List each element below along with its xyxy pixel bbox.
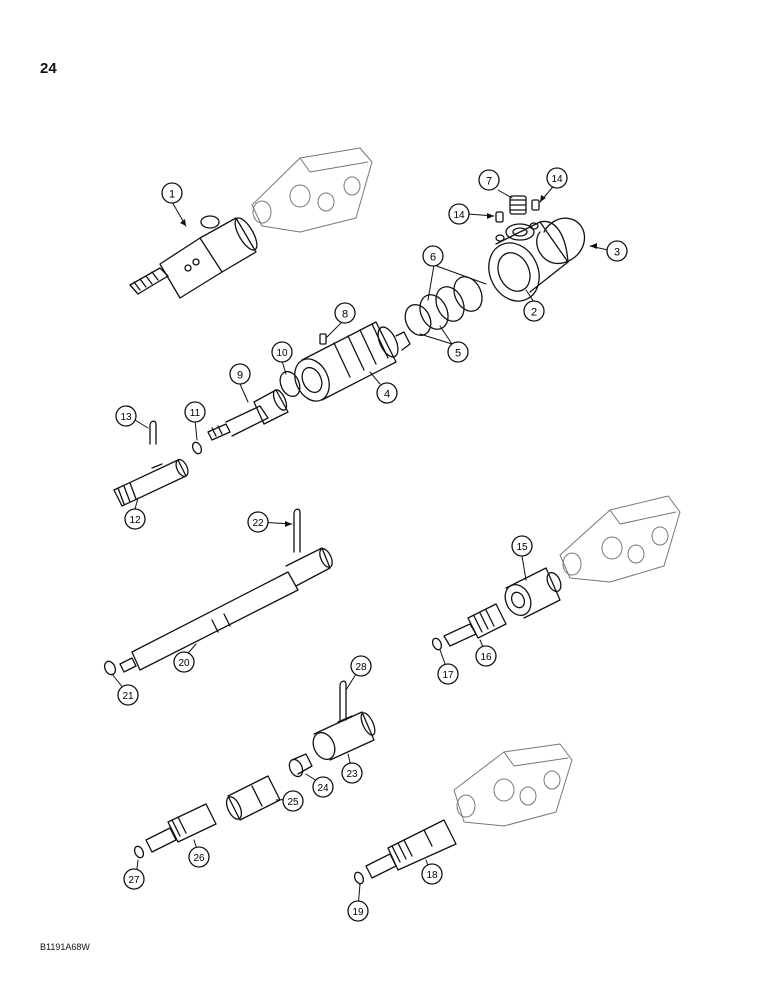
part-o-ring-19 (353, 871, 365, 885)
callout-group: 1 2 3 4 5 6 7 8 9 10 11 12 13 14 14 15 1… (115, 167, 628, 922)
part-snap-ring (536, 217, 586, 265)
svg-text:17: 17 (442, 670, 454, 681)
part-spool-16 (443, 603, 507, 647)
svg-text:21: 21 (122, 691, 134, 702)
callout-7: 7 (478, 169, 500, 191)
svg-text:11: 11 (190, 408, 201, 419)
svg-text:27: 27 (128, 875, 140, 886)
svg-text:9: 9 (237, 370, 243, 382)
part-valve-spool-assembly (129, 215, 258, 299)
callout-24: 24 (312, 776, 334, 798)
svg-text:24: 24 (317, 783, 329, 794)
svg-text:7: 7 (486, 176, 492, 188)
part-spool-sleeve (294, 321, 411, 402)
callout-1: 1 (161, 182, 183, 204)
svg-text:26: 26 (193, 853, 205, 864)
callout-17: 17 (437, 663, 459, 685)
callout-18: 18 (421, 863, 443, 885)
svg-text:25: 25 (287, 797, 299, 808)
callout-16: 16 (475, 645, 497, 667)
part-spool-18 (365, 819, 457, 879)
callout-8: 8 (334, 302, 356, 324)
svg-text:28: 28 (355, 662, 367, 673)
part-retaining-pin-28 (339, 680, 347, 721)
part-adapter-12 (113, 458, 189, 507)
callout-21: 21 (117, 684, 139, 706)
callout-14-left: 14 (448, 203, 470, 225)
callout-27: 27 (123, 868, 145, 890)
part-spool-26 (145, 803, 217, 853)
callout-10: 10 (271, 341, 293, 363)
callout-25: 25 (282, 790, 304, 812)
callout-15: 15 (511, 535, 533, 557)
callout-20: 20 (173, 651, 195, 673)
callout-9: 9 (229, 363, 251, 385)
callout-4: 4 (376, 382, 398, 404)
part-o-ring-27 (133, 845, 145, 859)
svg-text:1: 1 (169, 189, 175, 201)
svg-text:4: 4 (384, 389, 390, 401)
part-retaining-pin-22 (293, 508, 301, 553)
svg-text:16: 16 (480, 652, 492, 663)
svg-text:14: 14 (551, 174, 563, 185)
svg-text:12: 12 (129, 515, 141, 526)
callout-3: 3 (606, 240, 628, 262)
part-plunger (207, 389, 289, 441)
svg-text:6: 6 (430, 252, 436, 264)
svg-text:20: 20 (178, 658, 190, 669)
part-bushing (288, 753, 313, 778)
part-housing (488, 220, 569, 302)
svg-text:13: 13 (120, 412, 132, 423)
svg-text:3: 3 (614, 247, 620, 259)
part-retaining-pin-13 (149, 420, 157, 445)
leader-arrowheads (180, 195, 597, 527)
leader-lines (111, 181, 609, 909)
svg-text:23: 23 (346, 769, 358, 780)
part-o-ring-11 (191, 441, 203, 455)
svg-text:18: 18 (426, 870, 438, 881)
ghost-valve-body-top (251, 147, 373, 233)
ghost-valve-body-bottom (453, 743, 573, 827)
svg-text:19: 19 (352, 907, 364, 918)
part-o-ring-17 (431, 637, 443, 651)
ghost-valve-body-middle (559, 495, 681, 583)
callout-6: 6 (422, 245, 444, 267)
svg-text:15: 15 (516, 542, 528, 553)
part-o-ring-10 (279, 370, 301, 398)
svg-text:22: 22 (252, 518, 264, 529)
part-adapter-15 (504, 567, 562, 619)
callout-12: 12 (124, 508, 146, 530)
callout-2: 2 (523, 300, 545, 322)
part-long-shaft (119, 547, 333, 673)
part-detent-spool (225, 775, 281, 821)
callout-11: 11 (184, 401, 206, 423)
svg-text:5: 5 (455, 348, 461, 360)
callout-14-right: 14 (546, 167, 568, 189)
callout-26: 26 (188, 846, 210, 868)
part-adapter-23 (312, 711, 376, 761)
part-o-ring-21 (103, 660, 117, 676)
svg-text:10: 10 (276, 348, 288, 359)
callout-5: 5 (447, 341, 469, 363)
svg-text:8: 8 (342, 309, 348, 321)
callout-13: 13 (115, 405, 137, 427)
callout-22: 22 (247, 511, 269, 533)
part-fittings (495, 195, 540, 223)
callout-19: 19 (347, 900, 369, 922)
svg-text:14: 14 (453, 210, 465, 221)
callout-28: 28 (350, 655, 372, 677)
svg-text:2: 2 (531, 307, 537, 319)
part-o-rings-large (404, 276, 483, 337)
callout-23: 23 (341, 762, 363, 784)
figure-code: B1191A68W (40, 942, 90, 952)
page-number: 24 (40, 60, 57, 77)
